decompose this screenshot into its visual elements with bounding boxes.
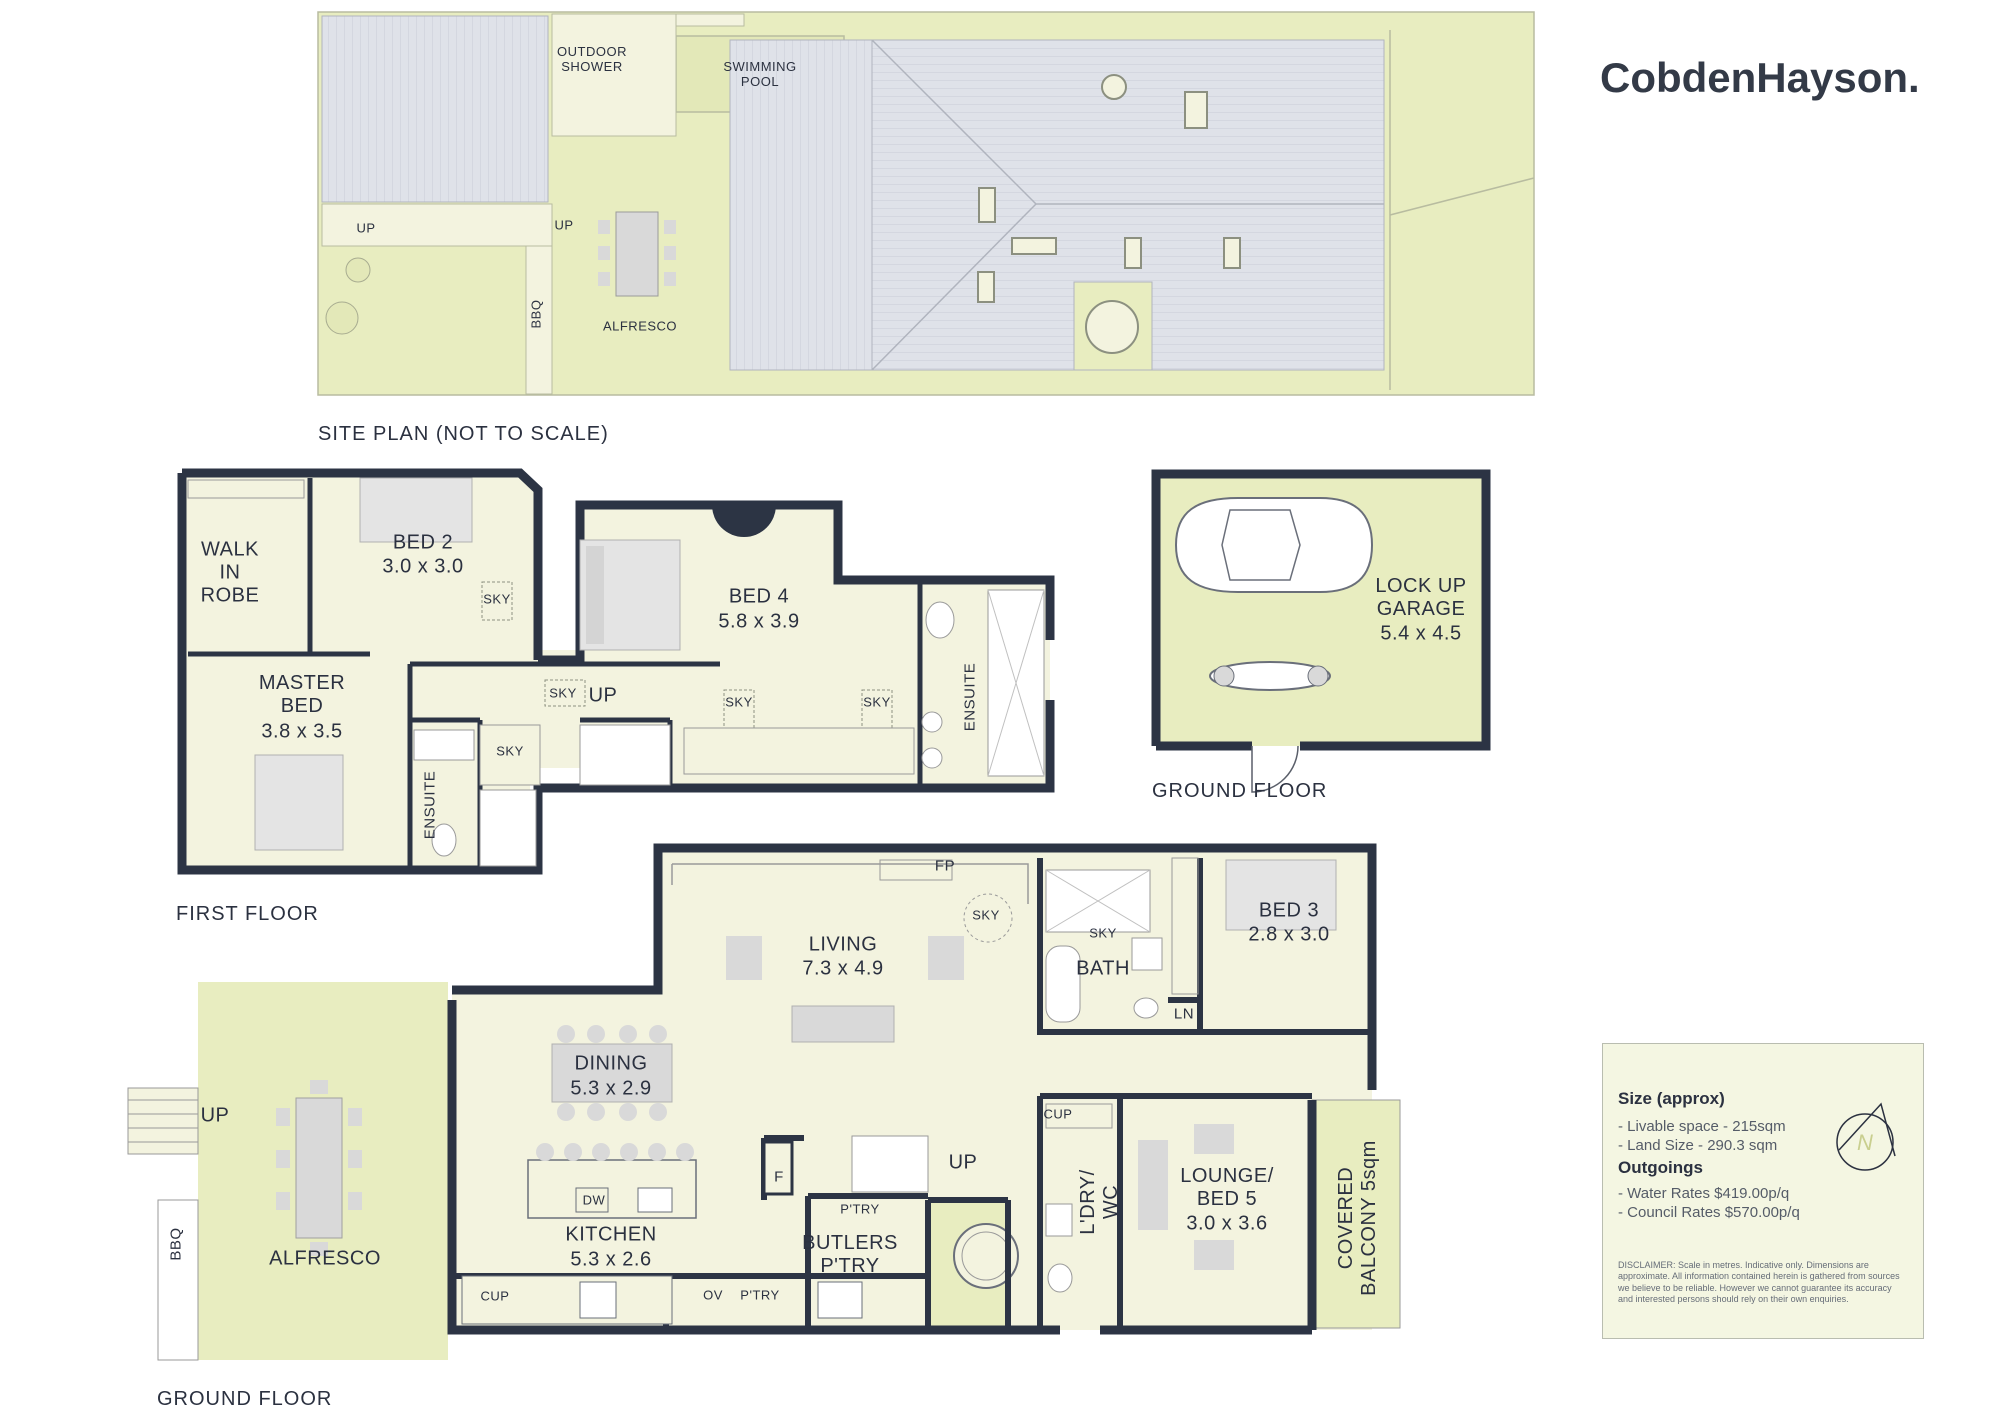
master-bed-size: 3.8 x 3.5 (261, 720, 343, 743)
sofa (791, 1005, 895, 1043)
ground-floor-title: GROUND FLOOR (157, 1388, 333, 1410)
fridge-label: F (774, 1168, 784, 1186)
pantry-label: P'TRY (840, 1201, 880, 1217)
bed2-size: 3.0 x 3.0 (382, 555, 464, 578)
north-arrow-icon: N (1836, 1102, 1896, 1171)
pantry2-label: P'TRY (740, 1287, 780, 1303)
site-plan (317, 11, 1535, 396)
bath-label: BATH (1076, 957, 1130, 980)
sky-label-living: SKY (972, 907, 1000, 923)
site-bbq-label: BBQ (528, 299, 544, 329)
lounge-bed5-name: LOUNGE/ BED 5 (1180, 1165, 1274, 1210)
dining-name: DINING (574, 1052, 648, 1075)
garage-floor-title: GROUND FLOOR (1152, 780, 1328, 802)
walk-in-robe-label: WALK IN ROBE (200, 538, 260, 607)
garage-size: 5.4 x 4.5 (1380, 622, 1462, 645)
site-plan-title: SITE PLAN (NOT TO SCALE) (318, 423, 609, 445)
roof-left (321, 15, 549, 203)
sky-label-bed2: SKY (483, 591, 511, 607)
council-rates: - Council Rates $570.00p/q (1618, 1204, 1800, 1221)
living-size: 7.3 x 4.9 (802, 957, 884, 980)
car-shape (1174, 497, 1374, 593)
livable-space: - Livable space - 215sqm (1618, 1118, 1786, 1135)
site-swimming-pool-label: SWIMMING POOL (723, 59, 797, 89)
site-alfresco-table (615, 211, 659, 297)
bed4-name: BED 4 (728, 585, 790, 608)
ensuite-right-label: ENSUITE (961, 662, 979, 732)
property-info-panel: Size (approx) - Livable space - 215sqm -… (1602, 1043, 1924, 1339)
site-alfresco-label: ALFRESCO (602, 318, 678, 334)
stairs-up-label: UP (948, 1151, 978, 1174)
bed4-size: 5.8 x 3.9 (718, 610, 800, 633)
oven-label: OV (703, 1287, 723, 1303)
site-up-right-label: UP (554, 217, 574, 233)
brand-logo: CobdenHayson. (1600, 54, 1920, 101)
water-rates: - Water Rates $419.00p/q (1618, 1185, 1790, 1202)
first-floor-up-label: UP (588, 684, 618, 707)
north-letter: N (1857, 1130, 1873, 1155)
cupboard-label: CUP (480, 1288, 510, 1304)
first-floor-title: FIRST FLOOR (176, 903, 319, 925)
kitchen-name: KITCHEN (565, 1223, 657, 1246)
land-size: - Land Size - 290.3 sqm (1618, 1137, 1778, 1154)
site-up-left-label: UP (356, 220, 376, 236)
living-name: LIVING (808, 933, 878, 956)
sky-label-stair: SKY (496, 743, 524, 759)
bed2-name: BED 2 (392, 531, 454, 554)
dining-size: 5.3 x 2.9 (570, 1077, 652, 1100)
covered-balcony-label: COVERED BALCONY 5sqm (1335, 1140, 1380, 1296)
bbq-label: BBQ (167, 1227, 185, 1261)
master-bed-bed (254, 754, 344, 851)
disclaimer-text: DISCLAIMER: Scale in metres. Indicative … (1618, 1260, 1900, 1304)
linen-label: LN (1173, 1005, 1195, 1023)
bed3-size: 2.8 x 3.0 (1248, 923, 1330, 946)
motorbike-shape (1209, 661, 1331, 691)
outgoings-heading: Outgoings (1618, 1158, 1703, 1177)
site-outdoor-shower-label: OUTDOOR SHOWER (557, 44, 627, 74)
dishwasher-label: DW (582, 1192, 606, 1208)
cupboard2-label: CUP (1043, 1106, 1073, 1122)
garage-name: LOCK UP GARAGE (1375, 575, 1467, 620)
sky-label-landing: SKY (549, 685, 577, 701)
bed3-bed (1225, 859, 1337, 931)
first-floor-plan (177, 468, 1055, 875)
master-bed-name: MASTER BED (258, 672, 346, 717)
bed2-bed (359, 477, 473, 543)
ensuite-left-label: ENSUITE (421, 770, 439, 840)
butlers-pantry-label: BUTLERS P'TRY (802, 1232, 898, 1277)
fireplace-label: FP (934, 857, 956, 875)
garage-plan (1151, 469, 1491, 793)
dining-table (551, 1043, 673, 1103)
sky-label-bed4-b: SKY (863, 694, 891, 710)
size-heading: Size (approx) (1618, 1089, 1725, 1108)
lounge-bed5-size: 3.0 x 3.6 (1186, 1212, 1268, 1235)
ground-floor-plan (127, 843, 1401, 1361)
kitchen-size: 5.3 x 2.6 (570, 1248, 652, 1271)
laundry-wc-label: L'DRY/ WC (1077, 1169, 1122, 1235)
sky-label-bed4-a: SKY (725, 694, 753, 710)
alfresco-label: ALFRESCO (269, 1247, 381, 1270)
sky-label-bath: SKY (1089, 925, 1117, 941)
bed3-name: BED 3 (1258, 899, 1320, 922)
alfresco-up-label: UP (200, 1104, 230, 1127)
alfresco-table (295, 1097, 343, 1239)
